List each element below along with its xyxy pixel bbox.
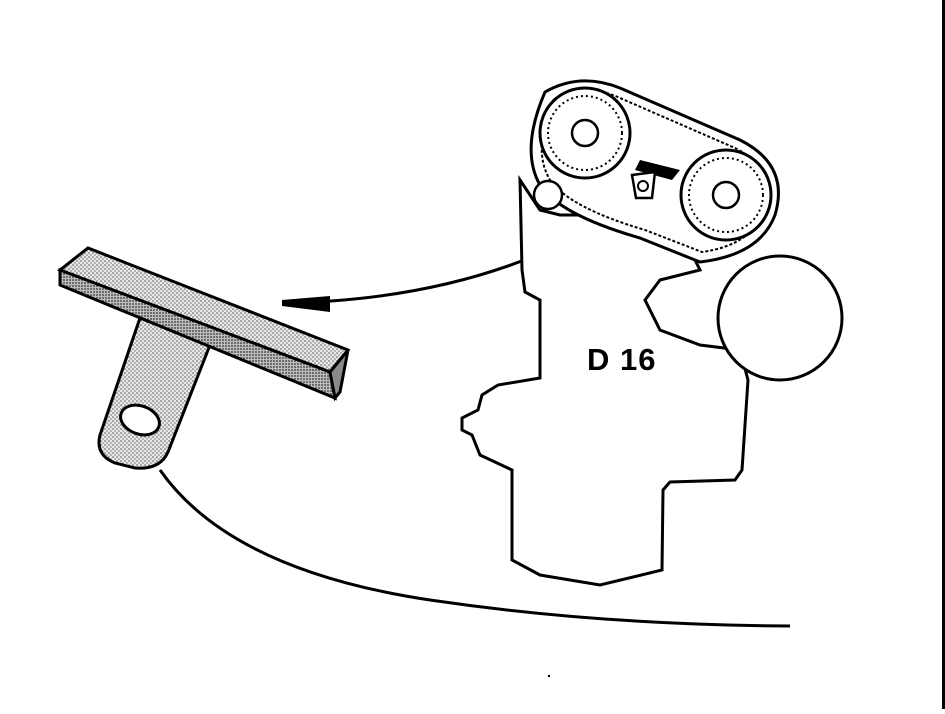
crankshaft-pulley-icon	[716, 254, 844, 382]
camshaft-pulley-icon	[538, 86, 773, 242]
crankshaft-tensioner-icon	[532, 160, 680, 211]
engine-block-icon	[460, 174, 750, 587]
stray-mark	[547, 674, 551, 678]
guide-curve	[158, 469, 791, 628]
engine-label: D 16	[587, 342, 657, 377]
frame-edge	[942, 0, 945, 709]
locking-tool-icon	[56, 246, 351, 470]
